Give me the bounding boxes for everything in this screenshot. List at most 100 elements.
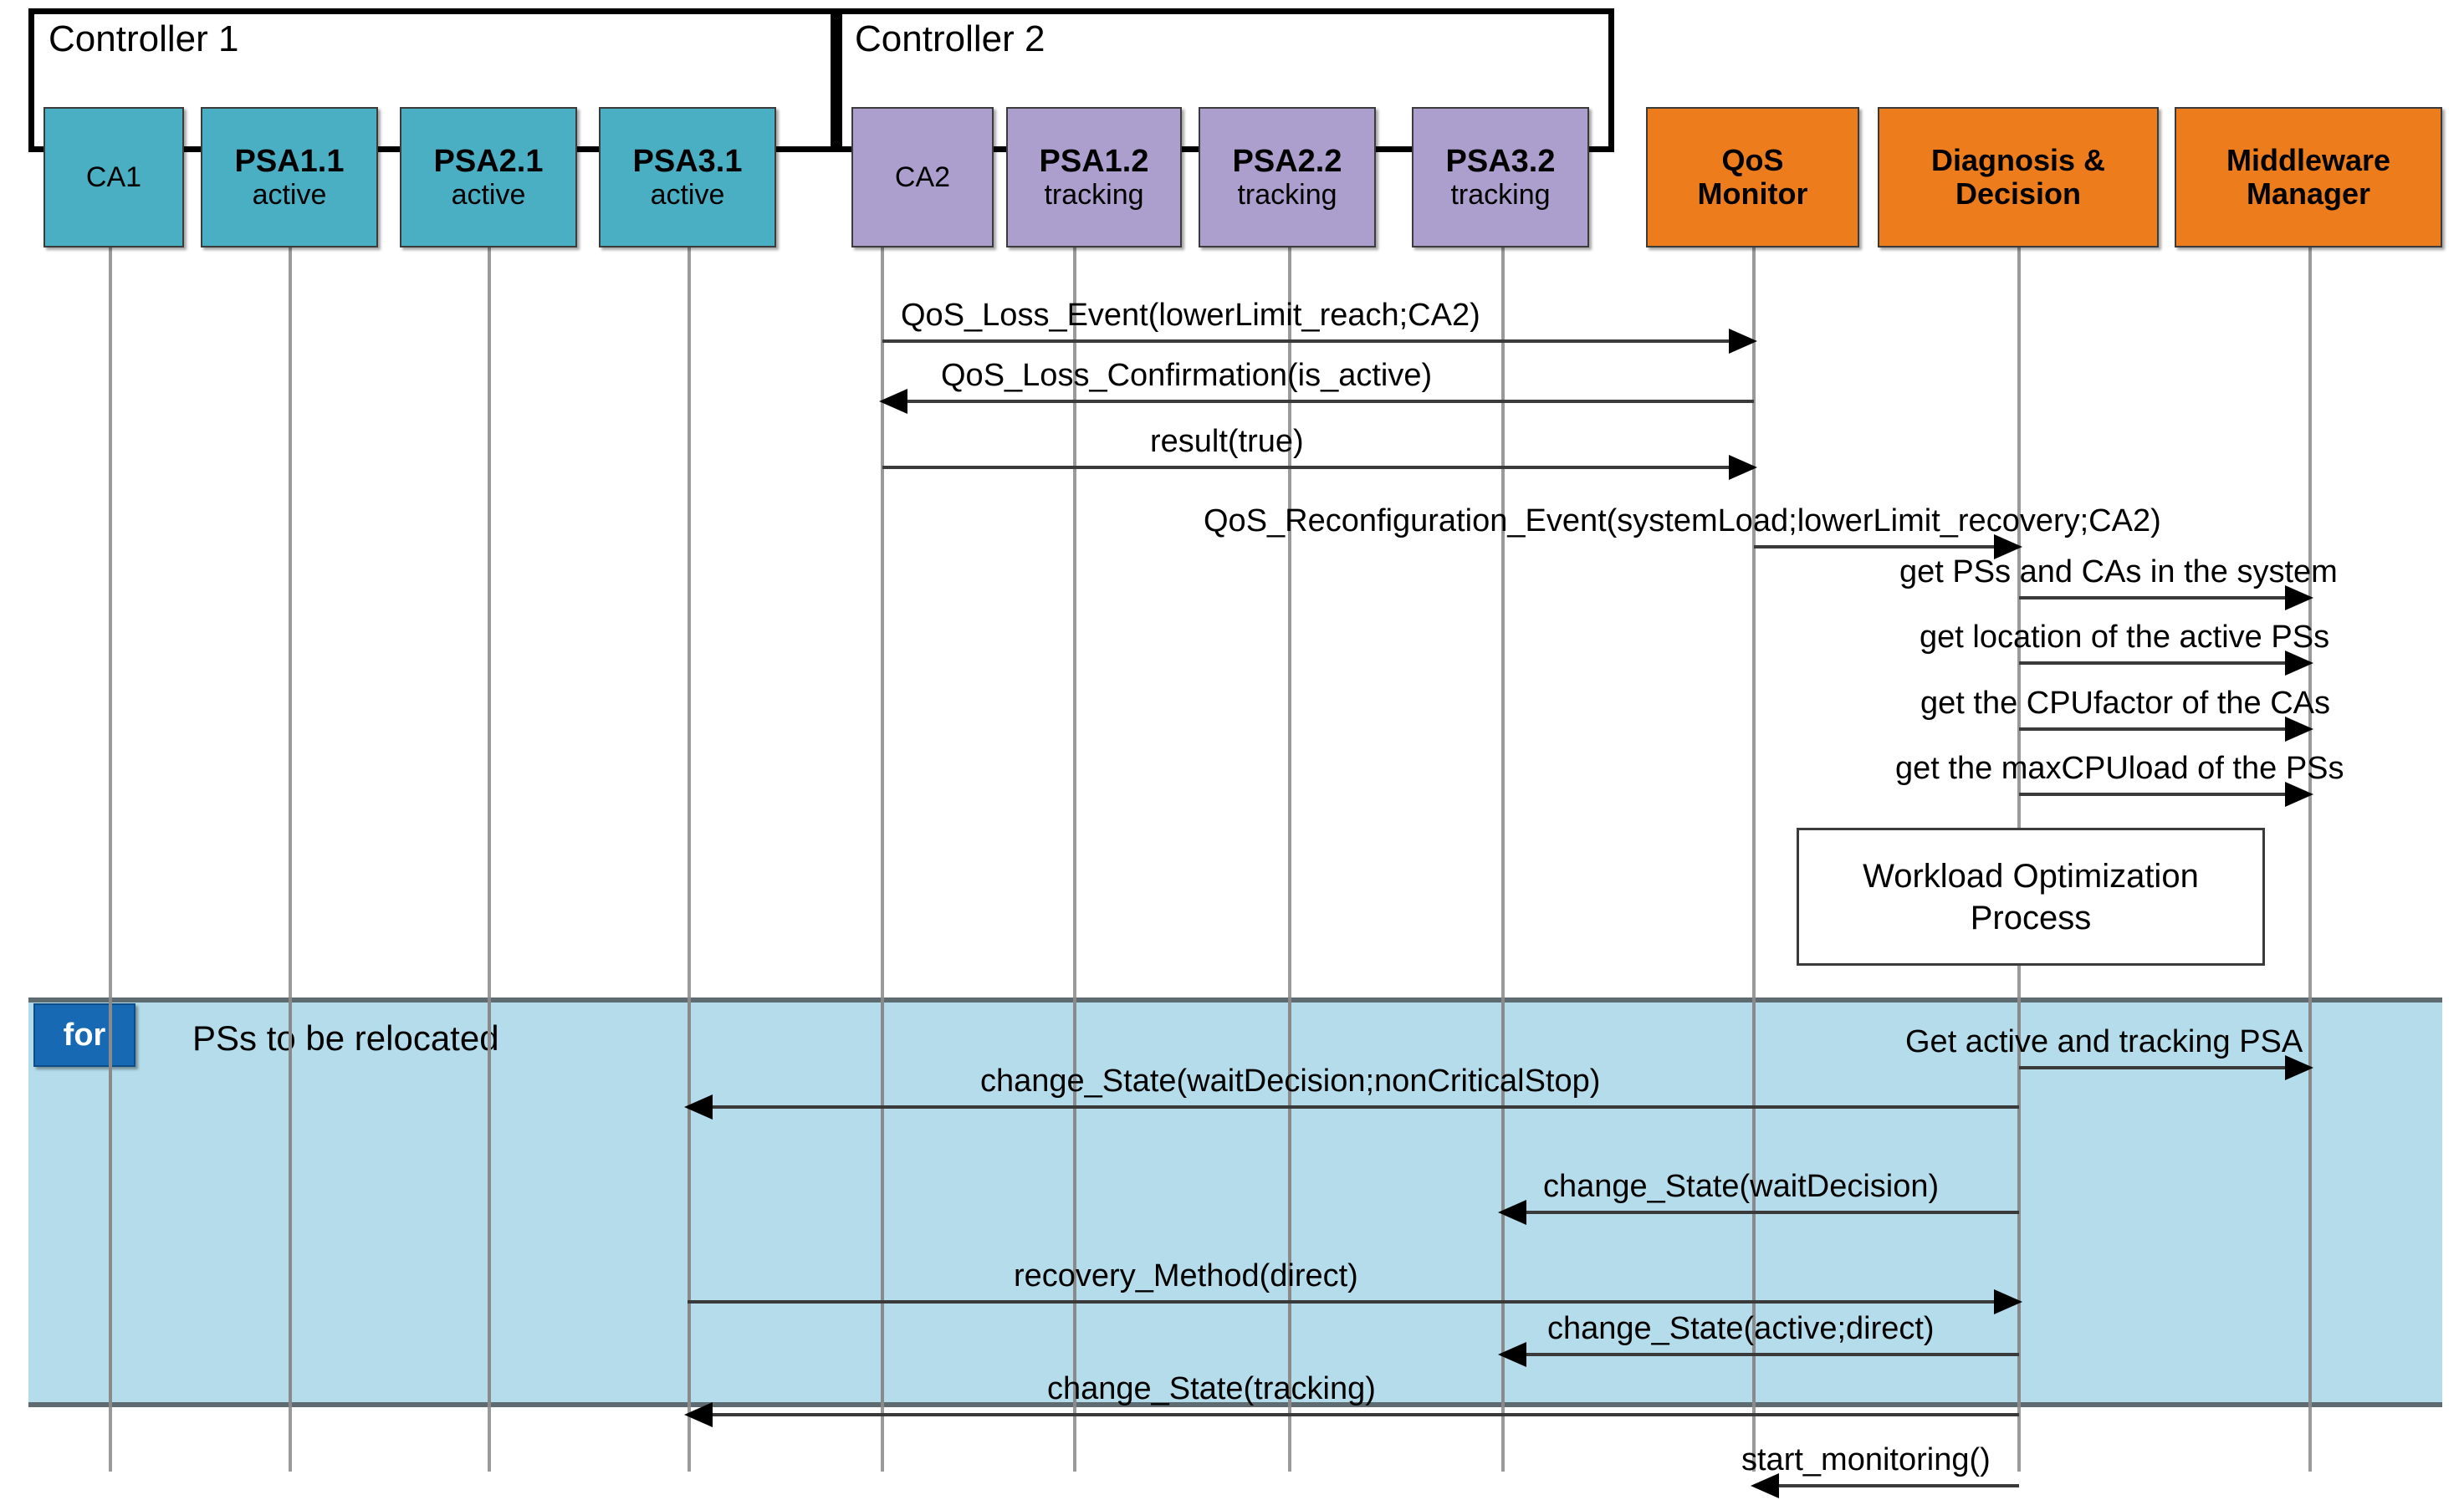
- message-line-m14: [688, 1413, 2019, 1416]
- lifeline-psa21-overlay: [488, 997, 491, 1407]
- message-label-m15: start_monitoring(): [1741, 1442, 1991, 1477]
- arrowhead-left-m11: [1498, 1200, 1526, 1225]
- message-label-m3: result(true): [1150, 424, 1304, 459]
- message-label-m7: get the CPUfactor of the CAs: [1920, 686, 2331, 721]
- participant-name-diagnosis: Diagnosis &: [1930, 142, 2106, 177]
- participant-state-psa21: active: [451, 179, 526, 212]
- lifeline-ca2: [881, 125, 884, 1472]
- note-workload-optimization: Workload Optimization Process: [1797, 828, 2265, 966]
- arrowhead-right-m4: [1994, 534, 2022, 559]
- lifeline-psa31: [688, 125, 691, 1472]
- lifeline-psa21: [488, 125, 491, 1472]
- lifeline-ca1-overlay: [109, 997, 112, 1407]
- lifeline-qos: [1752, 125, 1756, 1472]
- participant-state-psa32: tracking: [1450, 179, 1551, 212]
- arrowhead-right-m6: [2285, 651, 2313, 676]
- message-label-m1: QoS_Loss_Event(lowerLimit_reach;CA2): [901, 298, 1480, 333]
- message-label-m13: change_State(active;direct): [1547, 1311, 1935, 1346]
- lifeline-psa32: [1501, 125, 1505, 1472]
- message-line-m15: [1754, 1484, 2019, 1487]
- arrowhead-left-m14: [684, 1402, 713, 1427]
- message-label-m11: change_State(waitDecision): [1543, 1169, 1940, 1204]
- participant-name-psa32: PSA3.2: [1445, 143, 1556, 179]
- participant-name-psa22: PSA2.2: [1232, 143, 1342, 179]
- controller-1-title: Controller 1: [49, 18, 239, 59]
- message-line-m2: [882, 400, 1754, 403]
- message-line-m5: [2019, 596, 2310, 599]
- arrowhead-right-m1: [1729, 329, 1757, 354]
- participant-state-middleware: Manager: [2246, 176, 2371, 211]
- message-line-m3: [882, 466, 1754, 469]
- participant-name-ca1: CA1: [85, 161, 142, 193]
- participant-name-middleware: Middleware: [2226, 142, 2391, 177]
- arrowhead-left-m15: [1751, 1473, 1779, 1498]
- participant-head-middleware[interactable]: Middleware Manager: [2175, 107, 2442, 247]
- lifeline-psa11: [289, 125, 292, 1472]
- lifeline-psa31-overlay: [688, 997, 691, 1407]
- participant-head-qos[interactable]: QoS Monitor: [1646, 107, 1859, 247]
- lifeline-diagnosis: [2017, 125, 2021, 1472]
- participant-name-psa11: PSA1.1: [234, 143, 345, 179]
- arrowhead-left-m2: [879, 389, 907, 414]
- participant-name-qos: QoS: [1721, 142, 1784, 177]
- message-line-m11: [1501, 1211, 2019, 1214]
- participant-state-psa11: active: [252, 179, 327, 212]
- participant-state-psa22: tracking: [1237, 179, 1337, 212]
- participant-head-diagnosis[interactable]: Diagnosis & Decision: [1878, 107, 2159, 247]
- participant-head-psa22[interactable]: PSA2.2 tracking: [1199, 107, 1376, 247]
- fragment-guard-label: PSs to be relocated: [192, 1018, 499, 1058]
- participant-head-ca2[interactable]: CA2: [851, 107, 994, 247]
- controller-2-title: Controller 2: [855, 18, 1045, 59]
- participant-state-diagnosis: Decision: [1955, 176, 2082, 211]
- lifeline-psa22: [1288, 125, 1291, 1472]
- message-line-m12: [688, 1300, 2019, 1304]
- lifeline-psa12: [1073, 125, 1076, 1472]
- lifeline-psa22-overlay: [1288, 997, 1291, 1407]
- message-line-m1: [882, 339, 1754, 343]
- arrowhead-right-m7: [2285, 717, 2313, 742]
- message-label-m9: Get active and tracking PSA: [1905, 1024, 2303, 1059]
- message-line-m10: [688, 1105, 2019, 1109]
- message-label-m10: change_State(waitDecision;nonCriticalSto…: [980, 1064, 1601, 1099]
- lifeline-ca1: [109, 125, 112, 1472]
- fragment-operator-tag: for: [33, 1003, 135, 1067]
- participant-state-psa31: active: [650, 179, 725, 212]
- lifeline-middleware-overlay: [2308, 997, 2312, 1407]
- arrowhead-right-m8: [2285, 782, 2313, 807]
- message-line-m9: [2019, 1066, 2310, 1069]
- participant-head-psa31[interactable]: PSA3.1 active: [599, 107, 776, 247]
- message-label-m12: recovery_Method(direct): [1014, 1258, 1358, 1293]
- message-label-m4: QoS_Reconfiguration_Event(systemLoad;low…: [1204, 503, 2161, 538]
- participant-head-psa21[interactable]: PSA2.1 active: [400, 107, 577, 247]
- participant-name-psa21: PSA2.1: [433, 143, 544, 179]
- participant-head-psa11[interactable]: PSA1.1 active: [201, 107, 378, 247]
- participant-name-psa12: PSA1.2: [1039, 143, 1149, 179]
- message-line-m13: [1501, 1353, 2019, 1356]
- lifeline-psa12-overlay: [1073, 997, 1076, 1407]
- participant-name-ca2: CA2: [894, 161, 951, 193]
- message-label-m14: change_State(tracking): [1047, 1371, 1376, 1406]
- arrowhead-left-m10: [684, 1094, 713, 1120]
- arrowhead-right-m9: [2285, 1055, 2313, 1080]
- message-label-m5: get PSs and CAs in the system: [1899, 554, 2338, 589]
- message-label-m2: QoS_Loss_Confirmation(is_active): [941, 358, 1433, 393]
- message-line-m4: [1754, 545, 2019, 548]
- note-line-2: Process: [1970, 899, 2092, 936]
- arrowhead-right-m12: [1994, 1289, 2022, 1314]
- lifeline-qos-overlay: [1752, 997, 1756, 1407]
- message-label-m8: get the maxCPUload of the PSs: [1895, 751, 2344, 786]
- lifeline-psa11-overlay: [289, 997, 292, 1407]
- participant-head-psa12[interactable]: PSA1.2 tracking: [1006, 107, 1182, 247]
- lifeline-ca2-overlay: [881, 997, 884, 1407]
- participant-state-psa12: tracking: [1044, 179, 1144, 212]
- participant-head-psa32[interactable]: PSA3.2 tracking: [1412, 107, 1589, 247]
- lifeline-diagnosis-overlay: [2017, 997, 2021, 1407]
- message-label-m6: get location of the active PSs: [1920, 620, 2330, 655]
- participant-state-qos: Monitor: [1697, 176, 1808, 211]
- arrowhead-right-m5: [2285, 585, 2313, 610]
- note-line-1: Workload Optimization: [1863, 857, 2199, 895]
- combined-fragment-for: [28, 997, 2442, 1407]
- participant-head-ca1[interactable]: CA1: [43, 107, 184, 247]
- arrowhead-left-m13: [1498, 1342, 1526, 1367]
